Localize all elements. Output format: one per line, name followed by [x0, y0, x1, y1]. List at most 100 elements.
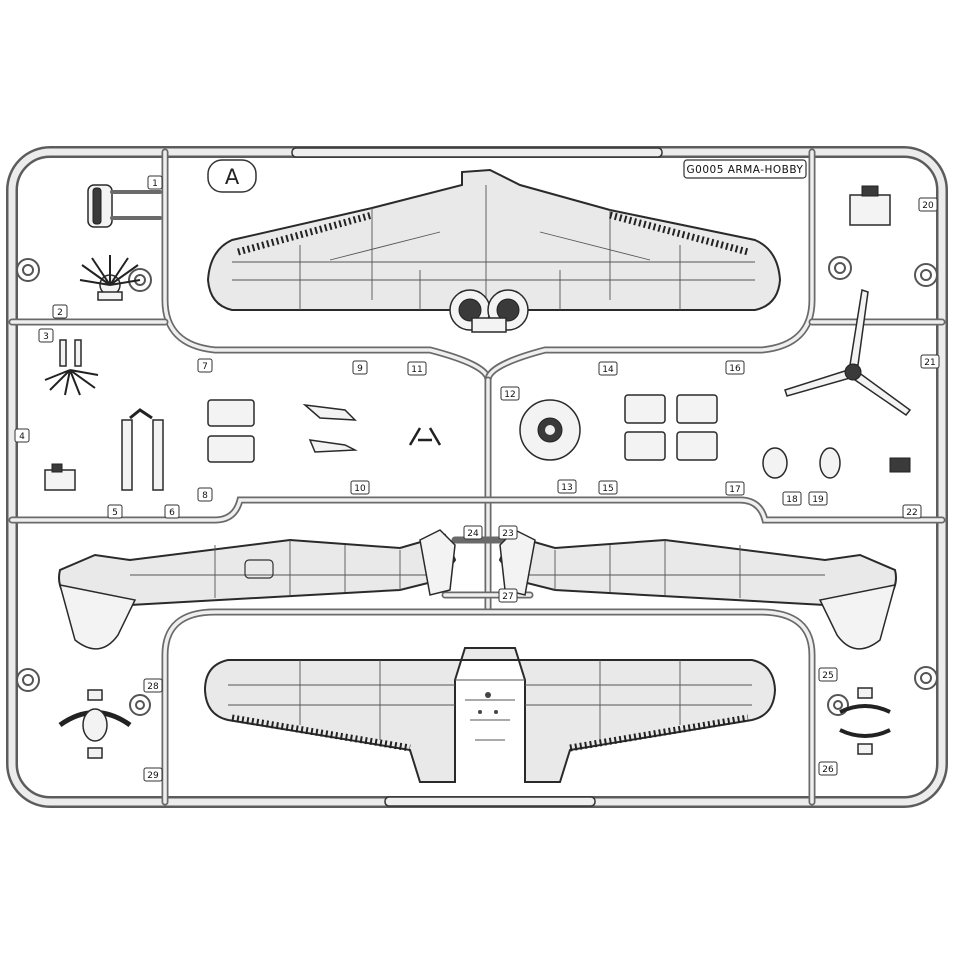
part-number-tag-box: [500, 386, 520, 401]
gear-cover-part-12: [519, 399, 581, 461]
part-number-label: 12: [504, 390, 515, 400]
part-number-label: 13: [561, 483, 572, 493]
part-number-label: 27: [502, 592, 513, 602]
propeller-part-21: [784, 289, 912, 417]
part-number-tag-box: [598, 480, 618, 495]
lower-wing-part: [203, 647, 777, 783]
part-number-tag-box: [918, 197, 938, 212]
part-number-tag: 18: [782, 491, 802, 506]
sprue-code-badge: G0005 ARMA-HOBBY: [683, 159, 807, 179]
part-number-tag: 23: [498, 525, 518, 540]
part-number-tag: 10: [350, 480, 370, 495]
part-number-tag-box: [902, 504, 922, 519]
part-number-tag: 6: [164, 504, 180, 519]
part-number-tag: 27: [498, 588, 518, 603]
part-number-tag: 13: [557, 479, 577, 494]
part-number-tag: 7: [197, 358, 213, 373]
part-number-tag-box: [818, 667, 838, 682]
fuselage-left-half: [58, 529, 457, 650]
part-number-label: 5: [112, 508, 118, 518]
part-number-tag-box: [38, 328, 54, 343]
small-parts-18-19: [762, 447, 911, 479]
part-number-tag: 25: [818, 667, 838, 682]
part-number-label: 21: [924, 358, 935, 368]
engine-cylinders-part-3: [44, 339, 99, 396]
part-number-tag: 9: [352, 360, 368, 375]
wheel-parts-28-29: [58, 689, 132, 759]
part-number-label: 17: [729, 485, 740, 495]
wing-flap-ribs-left: [237, 211, 373, 256]
part-number-tag-box: [197, 358, 213, 373]
part-number-label: 7: [202, 362, 208, 372]
part-number-tag: 17: [725, 481, 745, 496]
cockpit-panels-parts-14-17: [624, 394, 718, 461]
part-number-tag: 15: [598, 480, 618, 495]
wheel-part-1: [87, 184, 162, 228]
sprue-runners: [8, 147, 946, 807]
part-number-tag-box: [352, 360, 368, 375]
part-number-tag-box: [498, 588, 518, 603]
part-number-tag-box: [107, 504, 123, 519]
lower-wing-ribs-right: [569, 714, 749, 752]
part-number-tag: 26: [818, 761, 838, 776]
part-number-tag-box: [143, 767, 163, 782]
part-number-tag: 29: [143, 767, 163, 782]
part-number-tag: 12: [500, 386, 520, 401]
part-number-label: 10: [354, 484, 366, 494]
part-number-label: 23: [502, 529, 513, 539]
sprue-letter: A: [225, 165, 240, 189]
part-number-tag-box: [920, 354, 940, 369]
part-number-tag: 28: [143, 678, 163, 693]
wing-flap-ribs-right: [609, 211, 749, 256]
part-number-label: 29: [147, 771, 159, 781]
part-number-tag: 24: [463, 525, 483, 540]
part-number-tag-box: [808, 491, 828, 506]
sprue-code: G0005 ARMA-HOBBY: [687, 164, 804, 176]
part-number-label: 15: [602, 484, 613, 494]
part-number-tag-box: [147, 175, 163, 190]
part-number-tag-box: [197, 487, 213, 502]
part-number-tag-box: [14, 428, 30, 443]
part-number-label: 18: [786, 495, 798, 505]
radiator-blocks-parts-7-8: [207, 399, 255, 463]
part-number-tag: 21: [920, 354, 940, 369]
part-number-label: 16: [729, 364, 741, 374]
sprue-letter-badge: A: [207, 159, 257, 193]
part-number-label: 4: [19, 432, 25, 442]
engine-cylinders-part-2: [79, 255, 141, 301]
part-number-label: 9: [357, 364, 363, 374]
wheel-parts-25-26: [839, 687, 891, 755]
part-number-label: 14: [602, 365, 614, 375]
part-number-tag-box: [598, 361, 618, 376]
part-number-label: 8: [202, 491, 208, 501]
part-number-tag-box: [725, 360, 745, 375]
part-number-label: 22: [906, 508, 917, 518]
part-number-tag-box: [52, 304, 68, 319]
part-number-tag-box: [818, 761, 838, 776]
lower-wing-ribs-left: [231, 714, 411, 752]
part-number-tag: 2: [52, 304, 68, 319]
part-number-label: 28: [147, 682, 159, 692]
part-number-tag-box: [164, 504, 180, 519]
small-gearbox-part-4: [44, 463, 76, 491]
part-number-tag-box: [557, 479, 577, 494]
upper-wing-part: [206, 168, 782, 333]
part-number-tag: 8: [197, 487, 213, 502]
top-right-part-20: [849, 185, 891, 226]
part-number-tag: 19: [808, 491, 828, 506]
part-number-tag: 16: [725, 360, 745, 375]
part-number-tag-box: [725, 481, 745, 496]
part-number-tag: 5: [107, 504, 123, 519]
part-number-tag-box: [498, 525, 518, 540]
control-arms-parts-9-10: [302, 403, 442, 453]
part-number-tag-box: [143, 678, 163, 693]
part-number-tag: 14: [598, 361, 618, 376]
part-number-tag: 11: [407, 361, 427, 376]
part-number-tag-box: [407, 361, 427, 376]
part-number-tag-box: [350, 480, 370, 495]
part-number-tag: 20: [918, 197, 938, 212]
part-number-label: 6: [169, 508, 175, 518]
landing-gear-struts-parts-5-6: [121, 408, 164, 491]
